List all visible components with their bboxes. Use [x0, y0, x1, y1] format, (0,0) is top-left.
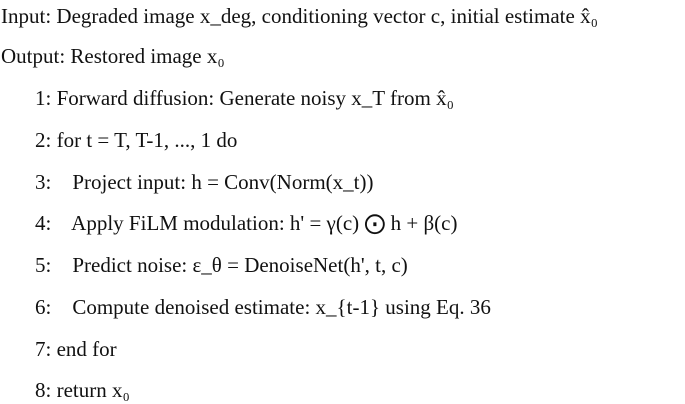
- algorithm-step-1: 1: Forward diffusion: Generate noisy x_T…: [35, 86, 454, 110]
- algorithm-output-line: Output: Restored image x₀: [1, 44, 225, 68]
- algorithm-step-6: 6: Compute denoised estimate: x_{t-1} us…: [35, 295, 491, 319]
- algorithm-step-7: 7: end for: [35, 337, 117, 361]
- algorithm-step-5: 5: Predict noise: ε_θ = DenoiseNet(h', t…: [35, 253, 408, 277]
- algorithm-step-8: 8: return x₀: [35, 378, 130, 402]
- algorithm-input-line: Input: Degraded image x_deg, conditionin…: [1, 4, 598, 28]
- algorithm-step-3: 3: Project input: h = Conv(Norm(x_t)): [35, 170, 374, 194]
- algorithm-step-4: 4: Apply FiLM modulation: h' = γ(c) ⨀ h …: [35, 211, 458, 235]
- algorithm-step-2: 2: for t = T, T-1, ..., 1 do: [35, 128, 238, 152]
